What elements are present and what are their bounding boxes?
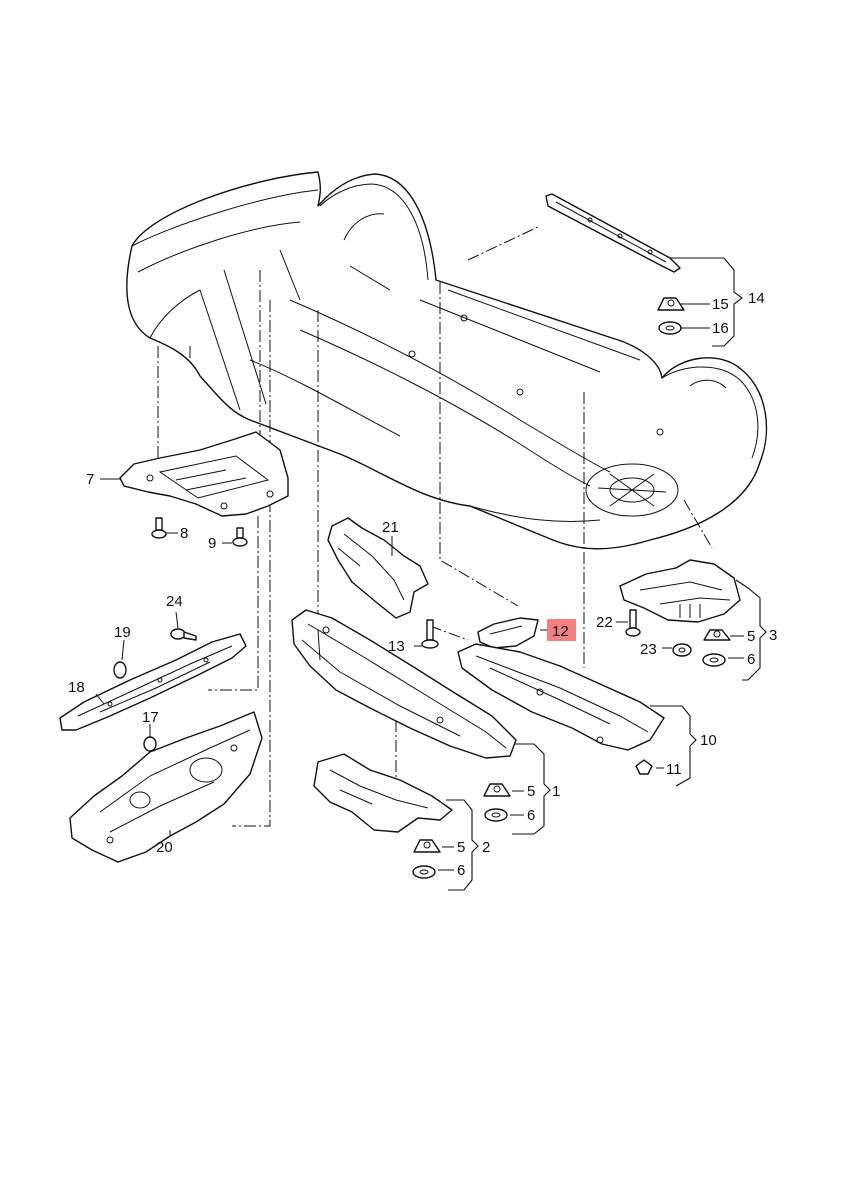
leader-lines [95, 303, 744, 871]
clip-24 [170, 628, 197, 641]
callout-23: 23 [640, 641, 657, 658]
callout-2: 2 [482, 839, 490, 856]
callout-18: 18 [68, 679, 85, 696]
vehicle-underbody [126, 171, 768, 550]
assembly-brackets [446, 257, 767, 891]
part-10-underbody-panel-right [457, 643, 665, 751]
callout-3: 3 [769, 627, 777, 644]
bolt-8 [151, 517, 167, 539]
clip-17 [143, 736, 157, 752]
nut-16 [658, 321, 682, 335]
nut-23 [672, 643, 692, 657]
callout-8: 8 [180, 525, 188, 542]
part-21-heat-shield [327, 517, 429, 619]
nut-6-set-2 [412, 865, 436, 879]
clip-19 [113, 661, 127, 679]
nut-6-set-1 [484, 808, 508, 822]
callout-22: 22 [596, 614, 613, 631]
callout-6-set-2: 6 [457, 862, 465, 879]
callout-labels: 1 2 3 5 6 5 6 5 6 7 8 9 10 11 12 13 14 1… [68, 290, 777, 879]
callout-14: 14 [748, 290, 765, 307]
callout-5-set-2: 5 [457, 839, 465, 856]
callout-7: 7 [86, 471, 94, 488]
callout-11: 11 [666, 761, 682, 778]
clip-5-set-1 [483, 783, 511, 797]
bolt-9 [232, 527, 248, 547]
part-1-underbody-panel-centre [291, 609, 517, 759]
callout-15: 15 [712, 296, 729, 313]
part-14-cross-member [545, 193, 681, 273]
callout-12-highlight [547, 619, 576, 641]
callout-6-set-1: 6 [527, 807, 535, 824]
nut-6-set-3 [702, 653, 726, 667]
part-20-front-underbody [69, 711, 263, 863]
callout-19: 19 [114, 624, 131, 641]
bolt-22 [625, 609, 641, 637]
part-12-bracket [477, 617, 539, 649]
part-7-underbody-shield [119, 431, 289, 517]
part-2-heat-shield-lower [313, 753, 453, 833]
callout-1: 1 [552, 783, 560, 800]
callout-9: 9 [208, 535, 216, 552]
callout-6-set-3: 6 [747, 651, 755, 668]
callout-13: 13 [388, 638, 405, 655]
clip-5-set-2 [413, 839, 441, 853]
callout-17: 17 [142, 709, 159, 726]
callout-10: 10 [700, 732, 717, 749]
callout-16: 16 [712, 320, 729, 337]
nut-11 [635, 759, 653, 775]
callout-20: 20 [156, 839, 173, 856]
callout-12: 12 [552, 623, 569, 640]
callout-5-set-3: 5 [747, 628, 755, 645]
part-3-shield-rear [619, 559, 741, 623]
clip-5-set-3 [703, 629, 731, 641]
callout-21: 21 [382, 519, 399, 536]
callout-24: 24 [166, 593, 183, 610]
clip-15 [657, 297, 685, 311]
bolt-13 [421, 619, 439, 649]
callout-5-set-1: 5 [527, 783, 535, 800]
